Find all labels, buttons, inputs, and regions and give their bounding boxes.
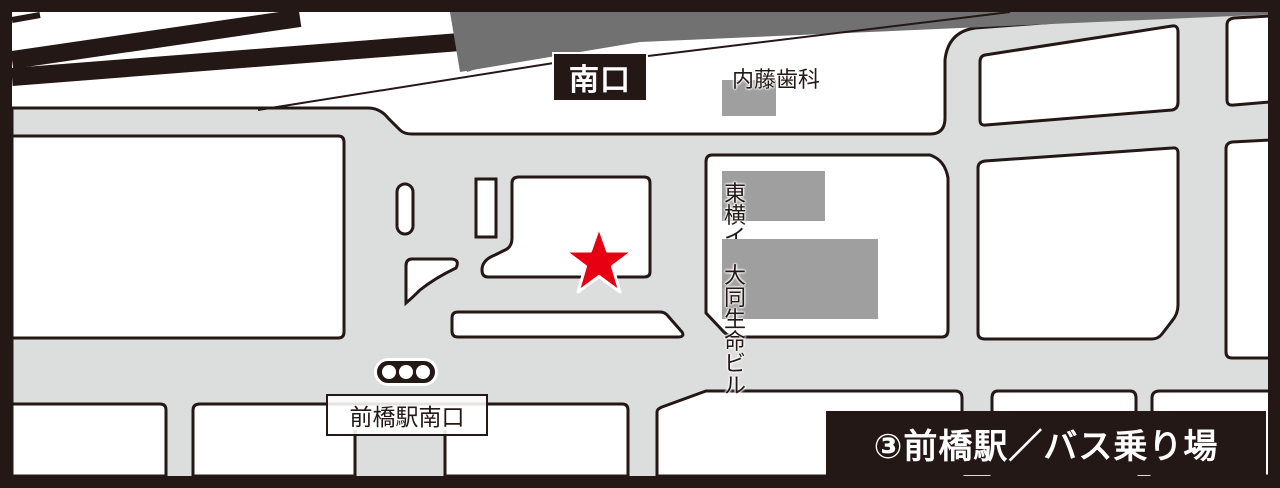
block xyxy=(404,257,459,307)
railway-tracks xyxy=(10,9,461,86)
landmark-label: 内藤歯科 xyxy=(732,68,821,93)
station-exit-label: 南口 xyxy=(552,52,648,102)
traffic-light-icon xyxy=(374,358,438,386)
block xyxy=(978,24,1180,127)
signal-lamp xyxy=(399,365,413,379)
landmark-highlight xyxy=(722,239,878,319)
landmark-naito-dental[interactable]: 内藤歯科 xyxy=(722,68,821,116)
block xyxy=(10,402,168,478)
signal-lamp xyxy=(416,365,430,379)
block xyxy=(1225,14,1272,107)
map-caption: ③前橋駅／バス乗り場 xyxy=(826,411,1266,475)
crosswalk-area xyxy=(355,430,445,476)
block xyxy=(976,146,1180,341)
block xyxy=(10,134,346,340)
landmark-highlight xyxy=(722,171,825,221)
block xyxy=(1224,138,1272,360)
block xyxy=(450,310,685,339)
block xyxy=(474,177,498,239)
landmark-label: 大同生命ビル xyxy=(724,264,747,399)
star-icon[interactable] xyxy=(562,224,636,298)
intersection-label: 前橋駅南口 xyxy=(326,394,488,436)
signal-lamp xyxy=(382,365,396,379)
landmark-highlight xyxy=(722,80,776,116)
block xyxy=(395,182,415,236)
